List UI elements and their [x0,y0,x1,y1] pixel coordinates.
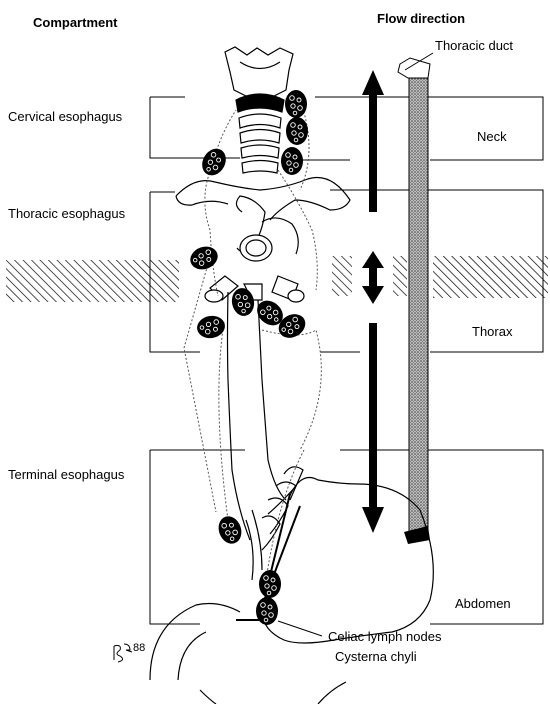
esophagus-anatomy [150,47,433,704]
compartment-header: Compartment [33,15,118,30]
flow-arrow-bidirectional [362,251,384,304]
lymph-nodes [187,90,310,625]
thoracic-duct [398,53,433,544]
flow-arrow-down [362,323,384,533]
compartment-boxes-left [150,97,245,624]
terminal-esophagus-label: Terminal esophagus [8,467,125,482]
celiac-lymph-nodes-label: Celiac lymph nodes [328,629,442,644]
signature-year: 88 [133,642,145,654]
neck-label: Neck [477,129,507,144]
cervical-esophagus-label: Cervical esophagus [8,109,123,124]
cysterna-chyli-label: Cysterna chyli [335,649,417,664]
thoracic-duct-label: Thoracic duct [435,38,513,53]
thoracic-esophagus-label: Thoracic esophagus [8,206,126,221]
thorax-label: Thorax [472,324,513,339]
flow-arrow-up [362,70,384,212]
abdomen-label: Abdomen [455,596,511,611]
celiac-leader-line [278,621,322,636]
flow-direction-header: Flow direction [377,11,465,26]
artist-signature: 88 [114,642,145,662]
